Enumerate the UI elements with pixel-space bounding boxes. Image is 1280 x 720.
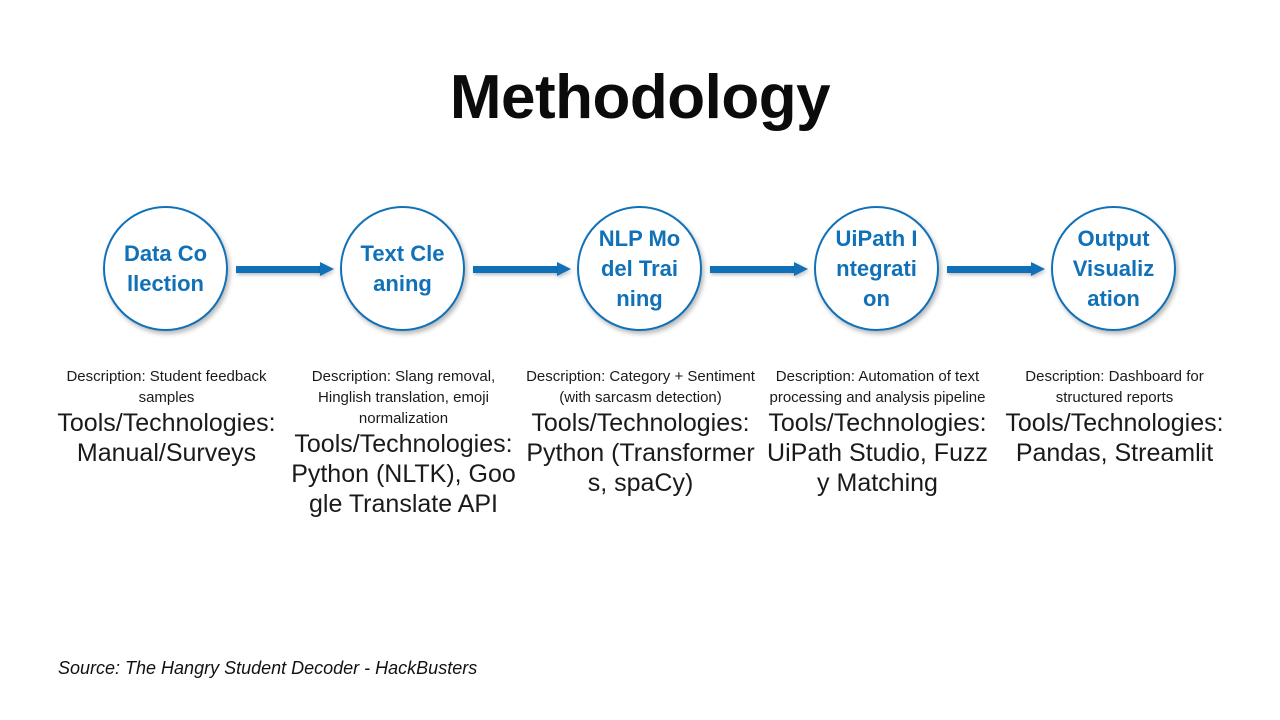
node-label: Data Collection [123,240,208,296]
step-detail-column-1: Description: Student feedback samples To… [48,366,285,468]
node-label: Text Cleaning [360,240,445,296]
arrow-shaft [473,265,559,273]
arrow-head [794,262,808,276]
step-description: Description: Category + Sentiment (with … [526,368,755,406]
node-circle [340,206,465,331]
arrow-head [557,262,571,276]
arrow-shaft [947,265,1033,273]
arrow-head [1031,262,1045,276]
flow-node-nlp-model-training[interactable]: NLP Model Training [577,206,702,331]
node-circle [1051,206,1176,331]
arrow-shaft [236,265,322,273]
flow-arrow-icon-1 [236,262,336,276]
arrow-shaft [710,265,796,273]
step-detail-column-5: Description: Dashboard for structured re… [996,366,1233,468]
node-label: NLP Model Training [598,225,681,311]
flow-node-output-visualization[interactable]: Output Visualization [1051,206,1176,331]
node-circle [814,206,939,331]
node-circle [103,206,228,331]
step-description: Description: Automation of text processi… [769,368,986,406]
page-title: Methodology [449,63,831,132]
step-tools: Tools/Technologies: Pandas, Streamlit [1005,409,1224,467]
step-detail-column-3: Description: Category + Sentiment (with … [522,366,759,498]
source-note: Source: The Hangry Student Decoder - Hac… [58,658,478,678]
node-circle [577,206,702,331]
node-label: UiPath Integration [835,225,918,311]
arrow-head [320,262,334,276]
step-description: Description: Dashboard for structured re… [1025,368,1204,406]
process-flow-diagram: Data Collection Text Cleaning NLP Model … [0,206,1280,336]
step-tools: Tools/Technologies: UiPath Studio, Fuzzy… [767,409,988,497]
step-description: Description: Slang removal, Hinglish tra… [311,368,496,427]
flow-node-uipath-integration[interactable]: UiPath Integration [814,206,939,331]
flow-arrow-icon-2 [473,262,573,276]
flow-arrow-icon-3 [710,262,810,276]
flow-arrow-icon-4 [947,262,1047,276]
step-tools: Tools/Technologies: Python (Transformers… [526,409,755,497]
flow-node-text-cleaning[interactable]: Text Cleaning [340,206,465,331]
step-detail-column-4: Description: Automation of text processi… [759,366,996,498]
step-detail-column-2: Description: Slang removal, Hinglish tra… [285,366,522,519]
flow-node-data-collection[interactable]: Data Collection [103,206,228,331]
node-label: Output Visualization [1072,225,1155,311]
step-tools: Tools/Technologies: Manual/Surveys [57,409,276,467]
step-description: Description: Student feedback samples [66,368,267,406]
step-tools: Tools/Technologies: Python (NLTK), Googl… [291,430,516,518]
